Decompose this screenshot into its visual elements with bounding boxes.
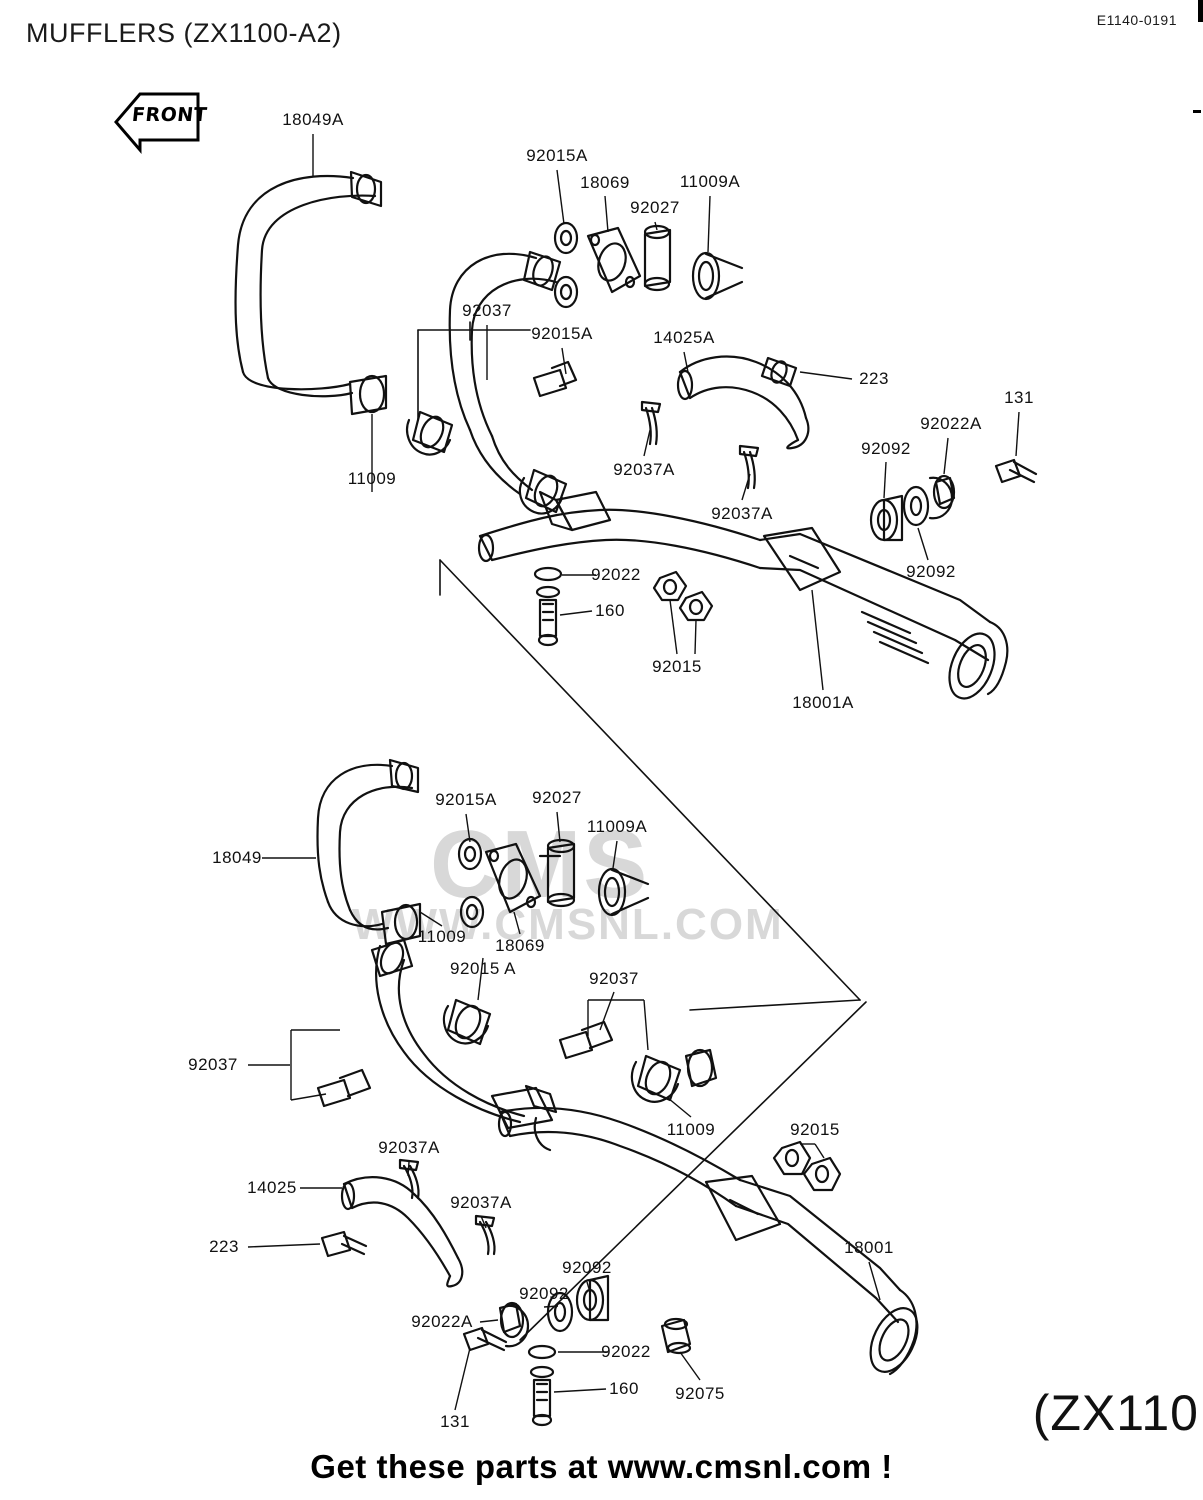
part-callout: 18069 xyxy=(580,173,630,192)
part-callout: 11009 xyxy=(347,469,397,488)
part-callout: 18049A xyxy=(282,110,344,129)
part-callout: 92027 xyxy=(532,788,582,807)
part-callout: 92037 xyxy=(188,1055,238,1074)
part-callout: 14025 xyxy=(247,1178,297,1197)
part-callout: 11009 xyxy=(666,1120,716,1139)
part-callout: 92037 xyxy=(589,969,639,988)
part-callout: 92015 xyxy=(652,657,702,676)
footer-cta: Get these parts at www.cmsnl.com ! xyxy=(310,1448,893,1485)
part-callout: 92037 xyxy=(462,301,512,320)
part-callout: 131 xyxy=(440,1412,470,1431)
part-callout: 92022A xyxy=(920,414,982,433)
part-callout: 14025A xyxy=(653,328,715,347)
corner-model-label: (ZX110 xyxy=(1032,1385,1199,1441)
part-callout: 92022 xyxy=(601,1342,651,1361)
part-callout: 18069 xyxy=(495,936,545,955)
part-callout: 92092 xyxy=(519,1284,569,1303)
page-edge-dot xyxy=(1193,110,1201,113)
front-arrow-icon xyxy=(114,92,200,155)
part-callout: 11009 xyxy=(417,927,467,946)
part-callout: 11009A xyxy=(586,817,648,836)
part-callout: 92015 xyxy=(790,1120,840,1139)
part-callout: 92092 xyxy=(906,562,956,581)
part-callout: 92037A xyxy=(613,460,675,479)
part-callout: 92027 xyxy=(630,198,680,217)
page-edge-tick xyxy=(1198,0,1203,22)
part-callout: 92092 xyxy=(562,1258,612,1277)
part-callout: 92075 xyxy=(675,1384,725,1403)
part-callout: 92022 xyxy=(591,565,641,584)
part-callout: 92015A xyxy=(531,324,593,343)
diagram-code: E1140-0191 xyxy=(1096,12,1177,28)
part-callout: 223 xyxy=(209,1237,239,1256)
front-label: FRONT xyxy=(130,104,209,126)
part-callout: 18049 xyxy=(212,848,262,867)
part-callout: 18001 xyxy=(844,1238,894,1257)
part-callout: 18001A xyxy=(792,693,854,712)
part-callout: 92037A xyxy=(378,1138,440,1157)
part-callout: 160 xyxy=(595,601,625,620)
part-callout: 131 xyxy=(1004,388,1034,407)
part-callout: 92092 xyxy=(861,439,911,458)
part-callout: 160 xyxy=(609,1379,639,1398)
part-callout: 92015A xyxy=(526,146,588,165)
part-callout: 11009A xyxy=(679,172,741,191)
part-callout: 92037A xyxy=(711,504,773,523)
part-callout: 92022A xyxy=(411,1312,473,1331)
part-callout: 92037A xyxy=(450,1193,512,1212)
part-callout: 92015A xyxy=(435,790,497,809)
part-callout: 223 xyxy=(859,369,889,388)
page-title: MUFFLERS (ZX1100-A2) xyxy=(26,18,342,48)
part-callout: 92015 A xyxy=(450,959,516,978)
front-direction-marker: FRONT xyxy=(110,88,209,156)
